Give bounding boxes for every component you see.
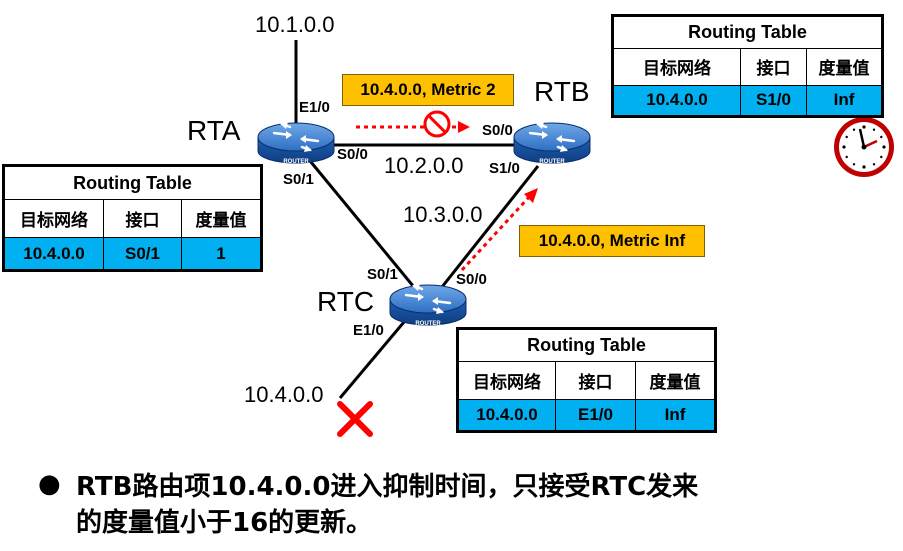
routing-table-title: Routing Table bbox=[2, 165, 263, 200]
router-name-rta: RTA bbox=[187, 115, 241, 146]
port-label-rtc-s01: S0/1 bbox=[367, 266, 398, 283]
col-header-interface: 接口 bbox=[103, 198, 182, 239]
link-rtc-network-bottom bbox=[338, 321, 406, 399]
col-header-destination: 目标网络 bbox=[3, 198, 104, 239]
col-header-metric: 度量值 bbox=[180, 198, 263, 239]
col-header-metric: 度量值 bbox=[634, 361, 717, 401]
col-header-destination: 目标网络 bbox=[457, 361, 556, 401]
network-label-ab: 10.2.0.0 bbox=[384, 153, 464, 178]
routing-table-title: Routing Table bbox=[611, 15, 884, 49]
routing-table-title: Routing Table bbox=[456, 327, 717, 363]
links bbox=[294, 40, 540, 399]
link-rta-rtc bbox=[304, 155, 420, 293]
cell-destination: 10.4.0.0 bbox=[612, 84, 741, 118]
update-arrow-a-to-b bbox=[356, 121, 470, 133]
port-label-rtb-s10: S1/0 bbox=[489, 160, 520, 177]
port-label-rtc-e10: E1/0 bbox=[353, 322, 384, 339]
cell-interface: E1/0 bbox=[555, 399, 636, 432]
routing-table-rta: Routing Table 目标网络 接口 度量值 10.4.0.0 S0/1 … bbox=[2, 164, 264, 272]
network-label-bottom: 10.4.0.0 bbox=[244, 382, 324, 407]
port-label-rtb-s00: S0/0 bbox=[482, 122, 513, 139]
svg-text:ROUTER: ROUTER bbox=[415, 321, 441, 327]
col-header-interface: 接口 bbox=[555, 361, 636, 401]
link-rtc-rtb bbox=[436, 165, 540, 293]
cell-destination: 10.4.0.0 bbox=[457, 399, 556, 432]
port-label-rtc-s00: S0/0 bbox=[456, 271, 487, 288]
clock-icon bbox=[834, 117, 894, 177]
router-name-rtb: RTB bbox=[534, 76, 590, 107]
col-header-metric: 度量值 bbox=[805, 47, 884, 86]
cell-metric: 1 bbox=[180, 237, 263, 271]
update-arrow-c-to-b bbox=[460, 188, 538, 272]
cell-metric: Inf bbox=[805, 84, 884, 118]
network-label-top: 10.1.0.0 bbox=[255, 12, 335, 37]
bullet-text-line-1: RTB路由项10.4.0.0进入抑制时间，只接受RTC发来 bbox=[76, 472, 699, 502]
router-rta-icon: ROUTER bbox=[256, 120, 336, 165]
blocked-icon bbox=[423, 110, 451, 138]
cell-interface: S0/1 bbox=[103, 237, 182, 271]
bullet-dot-icon: ● bbox=[38, 469, 61, 499]
port-label-rta-e10: E1/0 bbox=[299, 99, 330, 116]
cell-metric: Inf bbox=[634, 399, 717, 432]
router-rtc-icon: ROUTER bbox=[388, 282, 468, 327]
routing-table-rtc: Routing Table 目标网络 接口 度量值 10.4.0.0 E1/0 … bbox=[456, 327, 718, 433]
svg-text:ROUTER: ROUTER bbox=[283, 159, 309, 165]
router-name-rtc: RTC bbox=[317, 286, 375, 317]
svg-text:ROUTER: ROUTER bbox=[539, 159, 565, 165]
routing-table-rtb: Routing Table 目标网络 接口 度量值 10.4.0.0 S1/0 … bbox=[611, 14, 885, 118]
col-header-destination: 目标网络 bbox=[612, 47, 741, 86]
callout-metric-inf: 10.4.0.0, Metric Inf bbox=[519, 225, 705, 257]
router-rtb-icon: ROUTER bbox=[512, 120, 592, 165]
port-label-rta-s01: S0/1 bbox=[283, 171, 314, 188]
cell-interface: S1/0 bbox=[740, 84, 807, 118]
network-label-bc: 10.3.0.0 bbox=[403, 202, 483, 227]
bullet-text-line-2: 的度量值小于16的更新。 bbox=[76, 508, 373, 538]
port-label-rta-s00: S0/0 bbox=[337, 146, 368, 163]
cell-destination: 10.4.0.0 bbox=[3, 237, 104, 271]
failure-x-icon bbox=[337, 401, 373, 437]
col-header-interface: 接口 bbox=[740, 47, 807, 86]
callout-metric-2: 10.4.0.0, Metric 2 bbox=[342, 74, 514, 106]
